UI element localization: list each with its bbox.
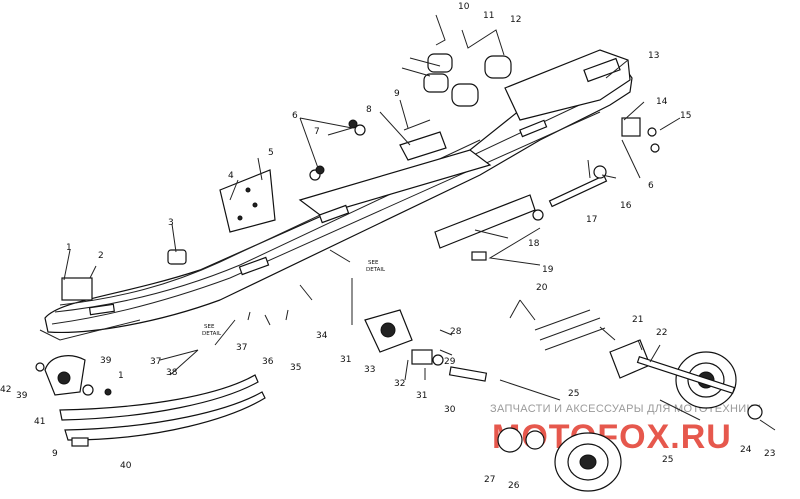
callout-24: 24 xyxy=(740,445,752,455)
slide-rails xyxy=(59,309,606,441)
part-11-bushing xyxy=(427,53,453,73)
callout-labels: 10 11 12 13 14 15 9 8 6 7 5 4 3 1 2 6 16… xyxy=(0,2,775,491)
callout-23: 23 xyxy=(764,449,775,459)
callout-29: 29 xyxy=(444,357,456,367)
part-26-washer xyxy=(525,430,545,450)
callout-35: 35 xyxy=(290,363,301,373)
part-3-clip xyxy=(167,249,187,265)
callout-26: 26 xyxy=(508,481,520,491)
callout-2: 2 xyxy=(98,251,104,261)
callout-37-left: 37 xyxy=(150,357,161,367)
see-detail-b-line2: DETAIL xyxy=(202,331,222,337)
callout-20: 20 xyxy=(536,283,548,293)
callout-36: 36 xyxy=(262,357,274,367)
callout-40: 40 xyxy=(120,461,132,471)
callout-31-right: 31 xyxy=(416,391,427,401)
callout-21: 21 xyxy=(632,315,643,325)
callout-15: 15 xyxy=(680,111,691,121)
callout-17: 17 xyxy=(586,215,597,225)
callout-1-top: 1 xyxy=(66,243,72,253)
callout-39-left: 39 xyxy=(16,391,28,401)
callout-31-left: 31 xyxy=(340,355,351,365)
pivot-assembly xyxy=(364,309,488,382)
callout-25-bottom: 25 xyxy=(662,455,673,465)
part-14-plate xyxy=(621,117,641,137)
callout-38: 38 xyxy=(166,368,178,378)
callout-16: 16 xyxy=(620,201,632,211)
callout-9-bottom: 9 xyxy=(52,449,58,459)
part-9-bolt xyxy=(71,437,89,447)
small-parts xyxy=(61,53,660,301)
callout-10: 10 xyxy=(458,2,470,12)
callout-4: 4 xyxy=(228,171,234,181)
see-detail-a-line2: DETAIL xyxy=(366,267,386,273)
leader-lines xyxy=(63,14,776,431)
callout-30: 30 xyxy=(444,405,456,415)
callout-9-top: 9 xyxy=(394,89,400,99)
see-detail-a-line1: SEE xyxy=(368,260,379,266)
see-detail-b-line1: SEE xyxy=(204,324,215,330)
callout-37-right: 37 xyxy=(236,343,247,353)
callout-22: 22 xyxy=(656,328,667,338)
callout-28: 28 xyxy=(450,327,462,337)
callout-6b: 6 xyxy=(648,181,654,191)
callout-18: 18 xyxy=(528,239,540,249)
part-30-shaft xyxy=(448,366,488,382)
part-12-bushing xyxy=(484,55,512,79)
callout-8: 8 xyxy=(366,105,372,115)
front-parts xyxy=(35,355,112,447)
part-17-bolt xyxy=(548,174,608,208)
callout-6: 6 xyxy=(292,111,298,121)
callout-42: 42 xyxy=(0,385,11,395)
callout-7: 7 xyxy=(314,127,320,137)
callout-1-bottom: 1 xyxy=(118,371,124,381)
callout-25-top: 25 xyxy=(568,389,579,399)
callout-34: 34 xyxy=(316,331,328,341)
part-32-bushing xyxy=(411,349,433,365)
part-2-block xyxy=(61,277,93,301)
callout-39-top: 39 xyxy=(100,356,112,366)
callout-13: 13 xyxy=(648,51,659,61)
rail-frame xyxy=(39,49,633,341)
callout-19: 19 xyxy=(542,265,554,275)
callout-14: 14 xyxy=(656,97,668,107)
part-18-slider xyxy=(434,194,536,249)
callout-12: 12 xyxy=(510,15,521,25)
callout-32: 32 xyxy=(394,379,405,389)
part-8-bracket xyxy=(399,131,447,161)
part-27-ring xyxy=(497,427,523,453)
part-19-bolt xyxy=(471,251,487,261)
callout-11: 11 xyxy=(483,11,494,21)
callout-33: 33 xyxy=(364,365,375,375)
callout-27: 27 xyxy=(484,475,495,485)
see-detail-notes: SEE DETAIL SEE DETAIL xyxy=(202,260,386,337)
callout-5: 5 xyxy=(268,148,274,158)
callout-41: 41 xyxy=(34,417,45,427)
part-7-washer xyxy=(354,124,366,136)
bogie-wheels xyxy=(497,339,763,492)
callout-3: 3 xyxy=(168,218,174,228)
